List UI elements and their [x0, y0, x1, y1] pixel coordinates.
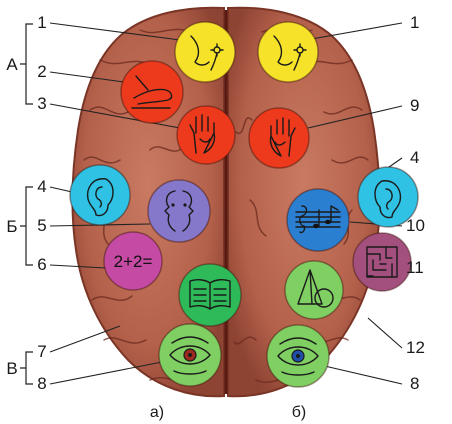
- label-right-9: 9: [410, 96, 419, 115]
- caption-right: б): [292, 404, 307, 421]
- group-letters: А Б В: [6, 55, 18, 378]
- math-icon: 2+2=: [114, 252, 153, 271]
- label-left-3: 3: [37, 94, 46, 113]
- group-brackets: [20, 24, 33, 384]
- zone-left-1: [175, 22, 235, 82]
- caption-left: а): [150, 404, 164, 421]
- label-right-8: 8: [410, 374, 419, 393]
- zone-left-3: [177, 106, 235, 164]
- zone-circle: [249, 108, 309, 168]
- zone-right-1: [258, 22, 318, 82]
- label-left-8: 8: [37, 374, 46, 393]
- zone-right-10: [287, 189, 349, 251]
- zone-right-11: [353, 233, 411, 291]
- label-left-6: 6: [37, 255, 46, 274]
- label-right-10: 10: [406, 216, 425, 235]
- label-left-4: 4: [37, 177, 46, 196]
- zone-left-5: [148, 180, 210, 242]
- left-number-labels: 1 2 3 4 5 6 7 8: [37, 13, 46, 393]
- zone-left-4: [70, 165, 130, 225]
- zone-left-2: [121, 61, 183, 123]
- label-right-4: 4: [410, 148, 419, 167]
- zone-circle: [353, 233, 411, 291]
- zone-circle: [287, 189, 349, 251]
- label-left-2: 2: [37, 62, 46, 81]
- group-letter-b: Б: [6, 217, 17, 236]
- group-letter-c: В: [6, 359, 17, 378]
- zone-left-7: [179, 264, 241, 326]
- zone-circle: [148, 180, 210, 242]
- zone-circle: [285, 261, 343, 319]
- zone-right-9: [249, 108, 309, 168]
- label-right-11: 11: [406, 258, 424, 277]
- zone-circle: [258, 22, 318, 82]
- zone-circle: [121, 61, 183, 123]
- zone-circle: [177, 106, 235, 164]
- label-right-12: 12: [406, 338, 425, 357]
- group-letter-a: А: [6, 55, 18, 74]
- label-right-1: 1: [410, 13, 419, 32]
- zone-right-8: [267, 325, 329, 387]
- label-left-7: 7: [37, 342, 46, 361]
- zone-circle: [175, 22, 235, 82]
- zone-left-8: [159, 324, 221, 386]
- zone-left-6: 2+2=: [104, 232, 162, 290]
- label-left-1: 1: [37, 13, 46, 32]
- label-left-5: 5: [37, 216, 46, 235]
- zone-right-12: [285, 261, 343, 319]
